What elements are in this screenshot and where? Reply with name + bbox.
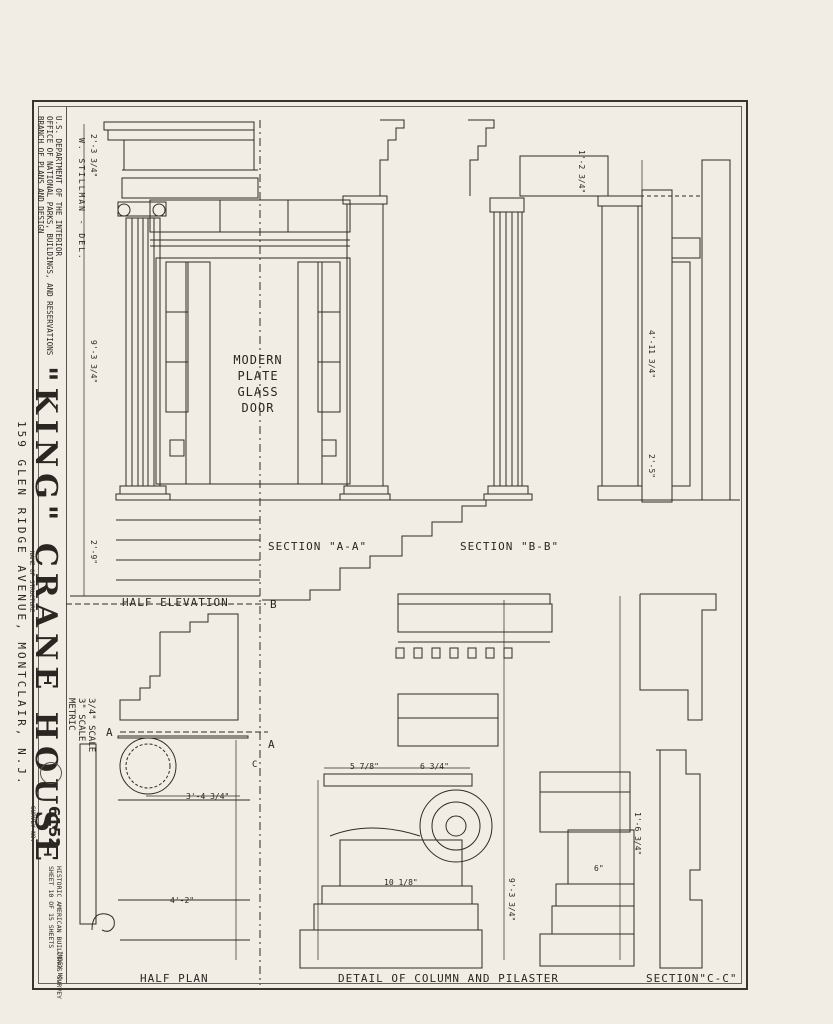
dim-pilaster-width: 6"	[594, 864, 604, 873]
dimension-lines	[83, 124, 643, 960]
dim-steps: 2'-9"	[89, 540, 98, 565]
section-bb-column	[468, 119, 740, 503]
door-note: MODERN PLATE GLASS DOOR	[233, 353, 283, 415]
marker-b: B	[270, 598, 278, 611]
dim-column-height: 9'-3 3/4"	[89, 340, 98, 384]
section-cc-label: SECTION"C-C"	[646, 972, 738, 985]
entry-steps	[70, 499, 392, 597]
doorway	[155, 257, 351, 485]
pilaster-detail	[539, 771, 635, 967]
dim-capital-half: 5 7/8"	[350, 762, 379, 771]
marker-c: C	[252, 760, 259, 770]
dim-shaft: 4'-11 3/4"	[647, 330, 656, 379]
half-elevation-label: HALF ELEVATION	[122, 596, 229, 609]
entablature	[103, 121, 351, 247]
dim-base: 2'-5"	[647, 454, 656, 479]
inner-border	[38, 106, 742, 984]
section-aa-label: SECTION "A-A"	[268, 540, 368, 553]
dim-pilaster: 1'-6 3/4"	[633, 812, 642, 856]
dim-frieze: 1'-2 3/4"	[577, 150, 586, 194]
half-plan-label: HALF PLAN	[140, 972, 209, 985]
half-plan	[79, 613, 250, 941]
dim-plan-width: 3'-4 3/4"	[186, 792, 230, 801]
title-block: U.S. DEPARTMENT OF THE INTERIOR OFFICE O…	[15, 106, 67, 999]
ionic-capital	[117, 201, 167, 217]
dim-capital-width: 6 3/4"	[420, 762, 449, 771]
column-left	[115, 217, 171, 501]
marker-a-right: A	[268, 738, 276, 751]
dim-entablature: 2'-3 3/4"	[89, 134, 98, 178]
section-cc-profile	[639, 593, 717, 969]
pilaster-right	[339, 195, 391, 501]
dim-plan-half: 4'-2"	[170, 896, 195, 905]
column-detail	[299, 593, 553, 969]
habs-seal-icon	[40, 762, 62, 784]
dim-detail-height: 9'-3 3/4"	[507, 878, 516, 922]
dim-base-width: 10 1/8"	[384, 878, 418, 887]
detail-label: DETAIL OF COLUMN AND PILASTER	[338, 972, 560, 985]
marker-a-left: A	[106, 726, 114, 739]
sheet-border	[32, 100, 748, 990]
section-bb-label: SECTION "B-B"	[460, 540, 560, 553]
section-aa-profile	[262, 119, 487, 601]
